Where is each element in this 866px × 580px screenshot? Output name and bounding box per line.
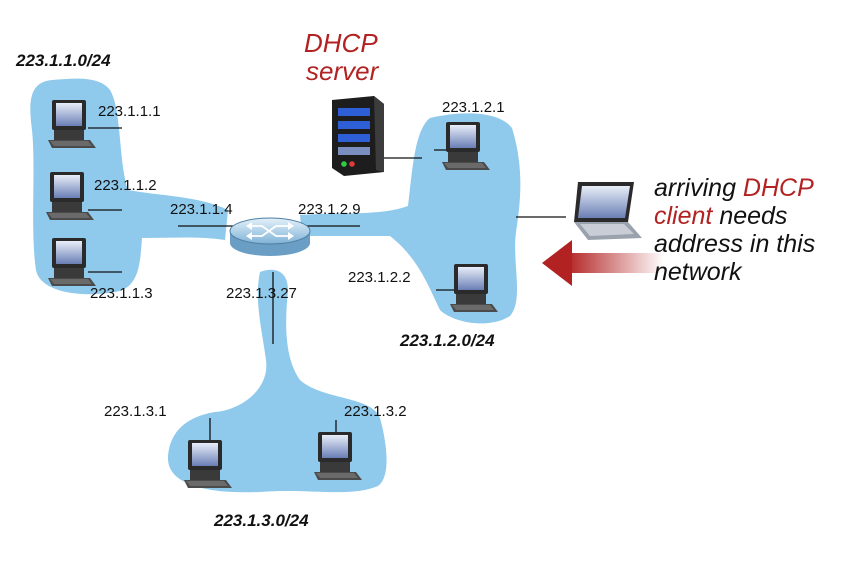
callout-text: address in this [654, 230, 815, 258]
arrival-arrow [542, 240, 664, 286]
dhcp-server-title-line2: server [306, 56, 380, 86]
callout-text: network [654, 258, 743, 286]
subnet-label: 223.1.2.0/24 [399, 331, 495, 350]
router-interface-label: 223.1.2.9 [298, 201, 361, 218]
host-address-label: 223.1.1.3 [90, 285, 153, 302]
host-address-label: 223.1.3.2 [344, 403, 407, 420]
callout-text: client needs [654, 202, 787, 230]
router-icon [229, 217, 311, 256]
host-address-label: 223.1.1.2 [94, 177, 157, 194]
router-interface-label: 223.1.3.27 [226, 285, 297, 302]
dhcp-server-title-line1: DHCP [304, 28, 378, 58]
host-address-label: 223.1.2.2 [348, 269, 411, 286]
host-address-label: 223.1.2.1 [442, 99, 505, 116]
host-address-label: 223.1.1.1 [98, 103, 161, 120]
subnet-label: 223.1.3.0/24 [213, 511, 309, 530]
host-address-label: 223.1.3.1 [104, 403, 167, 420]
callout-text: arriving DHCP [654, 174, 814, 202]
subnet-label: 223.1.1.0/24 [15, 51, 111, 70]
router-interface-label: 223.1.1.4 [170, 201, 233, 218]
laptop-icon [574, 182, 642, 240]
server-icon [332, 96, 384, 176]
